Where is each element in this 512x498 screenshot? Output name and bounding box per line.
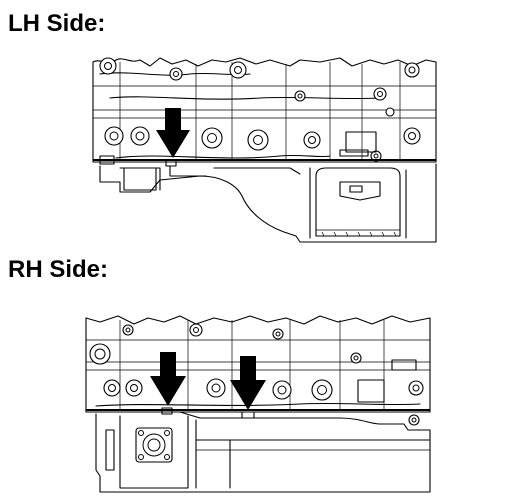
- down-arrow-icon: [150, 352, 186, 406]
- down-arrow-icon: [230, 356, 266, 410]
- down-arrow-icon: [156, 108, 190, 158]
- rh-side-heading: RH Side:: [8, 256, 109, 283]
- lh-side-heading: LH Side:: [8, 10, 106, 37]
- lh-side-engine-diagram: [92, 57, 437, 243]
